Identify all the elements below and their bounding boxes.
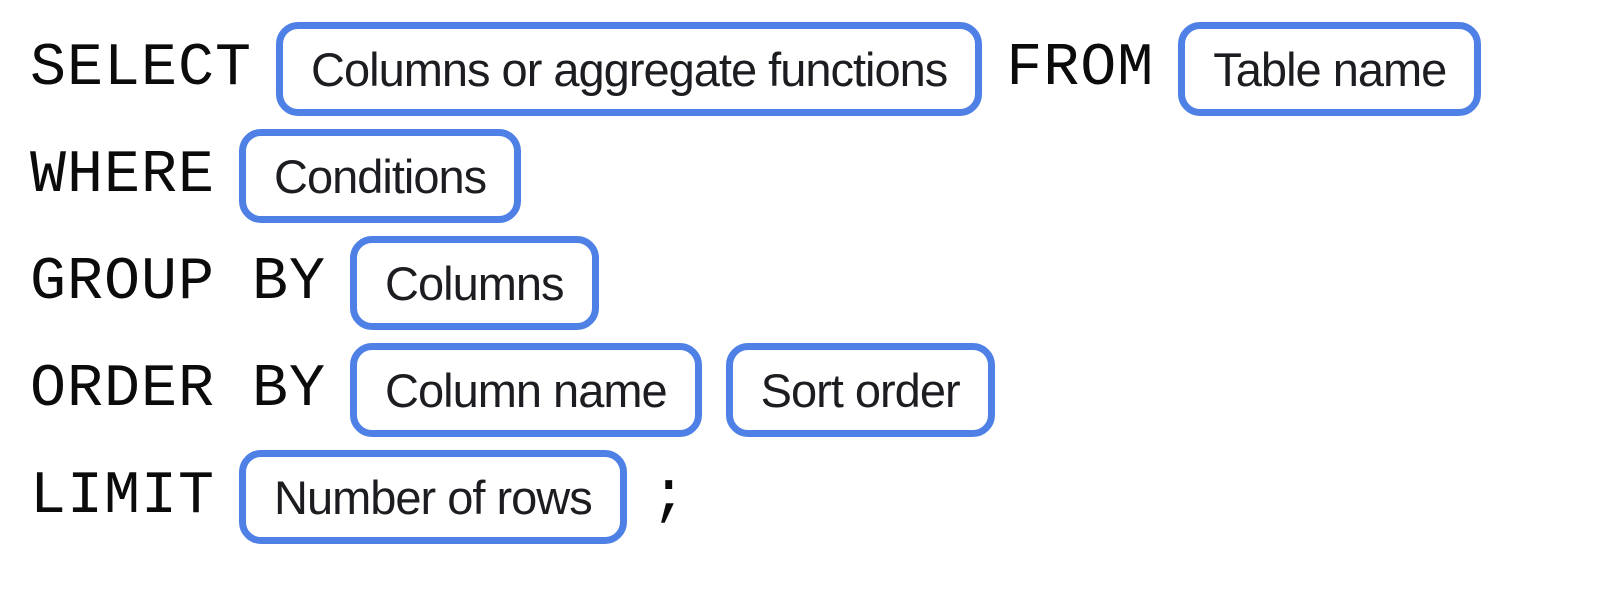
group-columns-placeholder: Columns (350, 236, 599, 330)
select-columns-placeholder: Columns or aggregate functions (276, 22, 983, 116)
where-keyword: WHERE (30, 142, 216, 210)
sort-order-placeholder: Sort order (725, 343, 995, 437)
order-column-placeholder: Column name (350, 343, 702, 437)
table-name-placeholder: Table name (1178, 22, 1482, 116)
from-keyword: FROM (1006, 35, 1155, 103)
row-count-placeholder: Number of rows (239, 450, 627, 544)
syntax-row: LIMIT Number of rows; (30, 450, 1600, 544)
conditions-placeholder: Conditions (239, 129, 522, 223)
limit-keyword: LIMIT (30, 463, 216, 531)
syntax-row: GROUP BY Columns (30, 236, 1600, 330)
syntax-row: WHERE Conditions (30, 129, 1600, 223)
syntax-row: SELECT Columns or aggregate functions FROM… (30, 22, 1600, 116)
order-by-keyword: ORDER BY (30, 356, 327, 424)
select-keyword: SELECT (30, 35, 253, 103)
statement-terminator: ; (650, 463, 688, 531)
sql-syntax-diagram: SELECT Columns or aggregate functions FROM… (30, 22, 1600, 544)
group-by-keyword: GROUP BY (30, 249, 327, 317)
